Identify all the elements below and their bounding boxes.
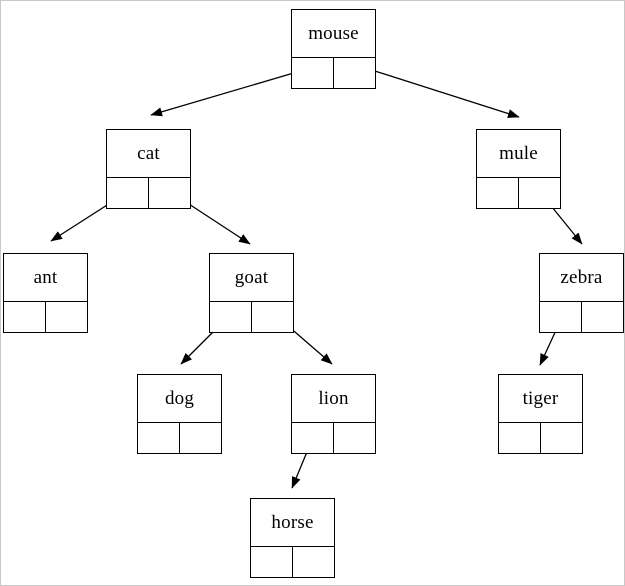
tree-node-pointers-dog: [138, 422, 221, 453]
tree-node-label-cat: cat: [137, 143, 160, 164]
right-pointer-slot-mule[interactable]: [519, 178, 560, 208]
right-pointer-slot-horse[interactable]: [293, 547, 334, 577]
tree-node-pointers-zebra: [540, 301, 623, 332]
tree-node-label-dog: dog: [164, 388, 195, 409]
right-pointer-slot-zebra[interactable]: [582, 302, 623, 332]
tree-node-label-tiger: tiger: [522, 388, 559, 409]
left-pointer-slot-dog[interactable]: [138, 423, 180, 453]
tree-edge-mouse-to-mule: [355, 64, 520, 118]
left-pointer-slot-zebra[interactable]: [540, 302, 582, 332]
tree-node-pointers-goat: [210, 301, 293, 332]
tree-node-horse[interactable]: horse: [250, 498, 335, 578]
tree-node-dog[interactable]: dog: [137, 374, 222, 454]
tree-node-label-lion: lion: [318, 388, 349, 409]
right-pointer-slot-goat[interactable]: [252, 302, 293, 332]
tree-node-label-horse: horse: [271, 512, 314, 533]
tree-node-lion[interactable]: lion: [291, 374, 376, 454]
tree-node-label-mule: mule: [499, 143, 538, 164]
tree-node-label-mouse: mouse: [308, 23, 359, 44]
left-pointer-slot-cat[interactable]: [107, 178, 149, 208]
left-pointer-slot-goat[interactable]: [210, 302, 252, 332]
left-pointer-slot-mule[interactable]: [477, 178, 519, 208]
tree-node-ant[interactable]: ant: [3, 253, 88, 333]
tree-node-pointers-tiger: [499, 422, 582, 453]
tree-node-pointers-mule: [477, 177, 560, 208]
tree-node-cat[interactable]: cat: [106, 129, 191, 209]
right-pointer-slot-ant[interactable]: [46, 302, 87, 332]
left-pointer-slot-ant[interactable]: [4, 302, 46, 332]
tree-node-pointers-cat: [107, 177, 190, 208]
right-pointer-slot-dog[interactable]: [180, 423, 221, 453]
tree-edge-mouse-to-cat: [150, 66, 315, 117]
left-pointer-slot-mouse[interactable]: [292, 58, 334, 88]
tree-node-goat[interactable]: goat: [209, 253, 294, 333]
right-pointer-slot-cat[interactable]: [149, 178, 190, 208]
tree-node-label-zebra: zebra: [560, 267, 603, 288]
left-pointer-slot-lion[interactable]: [292, 423, 334, 453]
tree-node-pointers-mouse: [292, 57, 375, 88]
tree-node-label-ant: ant: [33, 267, 58, 288]
tree-node-pointers-ant: [4, 301, 87, 332]
right-pointer-slot-lion[interactable]: [334, 423, 375, 453]
tree-node-tiger[interactable]: tiger: [498, 374, 583, 454]
tree-node-pointers-horse: [251, 546, 334, 577]
right-pointer-slot-mouse[interactable]: [334, 58, 375, 88]
left-pointer-slot-horse[interactable]: [251, 547, 293, 577]
tree-node-pointers-lion: [292, 422, 375, 453]
right-pointer-slot-tiger[interactable]: [541, 423, 582, 453]
tree-node-label-goat: goat: [234, 267, 269, 288]
tree-node-mouse[interactable]: mouse: [291, 9, 376, 89]
left-pointer-slot-tiger[interactable]: [499, 423, 541, 453]
tree-node-zebra[interactable]: zebra: [539, 253, 624, 333]
tree-node-mule[interactable]: mule: [476, 129, 561, 209]
